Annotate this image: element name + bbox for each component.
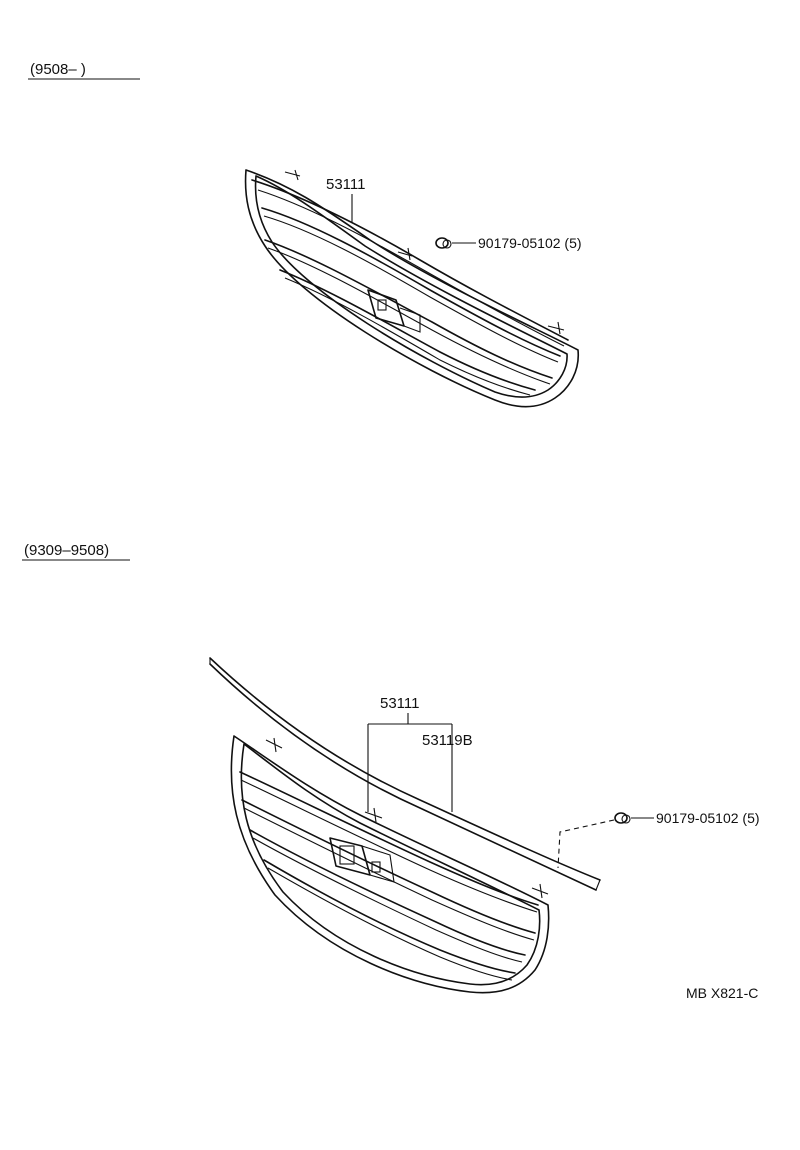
grille-2-slat-3b [252, 837, 523, 963]
grille-1-outer-frame [244, 169, 580, 408]
grille-2-slat-4 [263, 859, 516, 974]
grille-1-top-molding-inner [257, 189, 565, 347]
section-2-fastener-dashed-leader [557, 819, 615, 869]
grille-1-slat-2b [267, 247, 551, 385]
section-2-fastener-icon [614, 812, 631, 824]
grille-1-clip-3 [547, 321, 565, 335]
section-2-period-label: (9309–9508) [24, 542, 109, 559]
grille-1-emblem [367, 289, 421, 333]
grille-2-inner-frame [240, 743, 541, 986]
molding-strip-drawing [209, 657, 601, 891]
section-1-fastener-icon [435, 237, 452, 249]
section-2: (9309–9508) [22, 542, 760, 994]
grille-1-clip-2 [397, 247, 413, 261]
grille-2-drawing [230, 735, 550, 994]
drawing-code: MB X821-C [686, 985, 758, 1001]
section-2-callout-53119B: 53119B [422, 732, 473, 749]
section-1: (9508– ) [28, 61, 582, 408]
grille-2-slat-2b [243, 807, 535, 941]
grille-1-inner-frame [254, 175, 568, 398]
grille-2-slat-1b [240, 779, 538, 913]
grille-2-slat-2 [241, 799, 536, 934]
section-1-period-label: (9508– ) [30, 61, 86, 78]
grille-2-emblem [329, 837, 395, 883]
grille-1-slat-1 [261, 207, 561, 357]
grille-1-slat-3 [279, 269, 536, 391]
grille-1-slat-3b [284, 277, 531, 396]
section-1-callout-53111: 53111 [326, 176, 366, 193]
section-1-callout-fastener: 90179-05102 (5) [478, 235, 582, 251]
grille-1-clip-1 [284, 169, 301, 181]
grille-2-clip-1 [265, 737, 283, 753]
grille-2-slat-1 [239, 771, 539, 906]
grille-2-slat-3 [249, 829, 526, 956]
grille-1-slat-1b [263, 215, 559, 363]
grille-1-drawing [244, 169, 580, 408]
grille-2-clip-3 [531, 883, 549, 899]
grille-1-slat-2 [264, 239, 553, 379]
section-2-leader-bracket [367, 713, 453, 812]
section-2-callout-fastener: 90179-05102 (5) [656, 810, 760, 826]
grille-2-clip-2 [364, 807, 383, 823]
grille-2-outer-frame [230, 735, 550, 994]
grille-1-top-molding [251, 179, 569, 341]
grille-2-slat-4b [267, 867, 513, 981]
section-2-callout-53111: 53111 [380, 695, 420, 712]
